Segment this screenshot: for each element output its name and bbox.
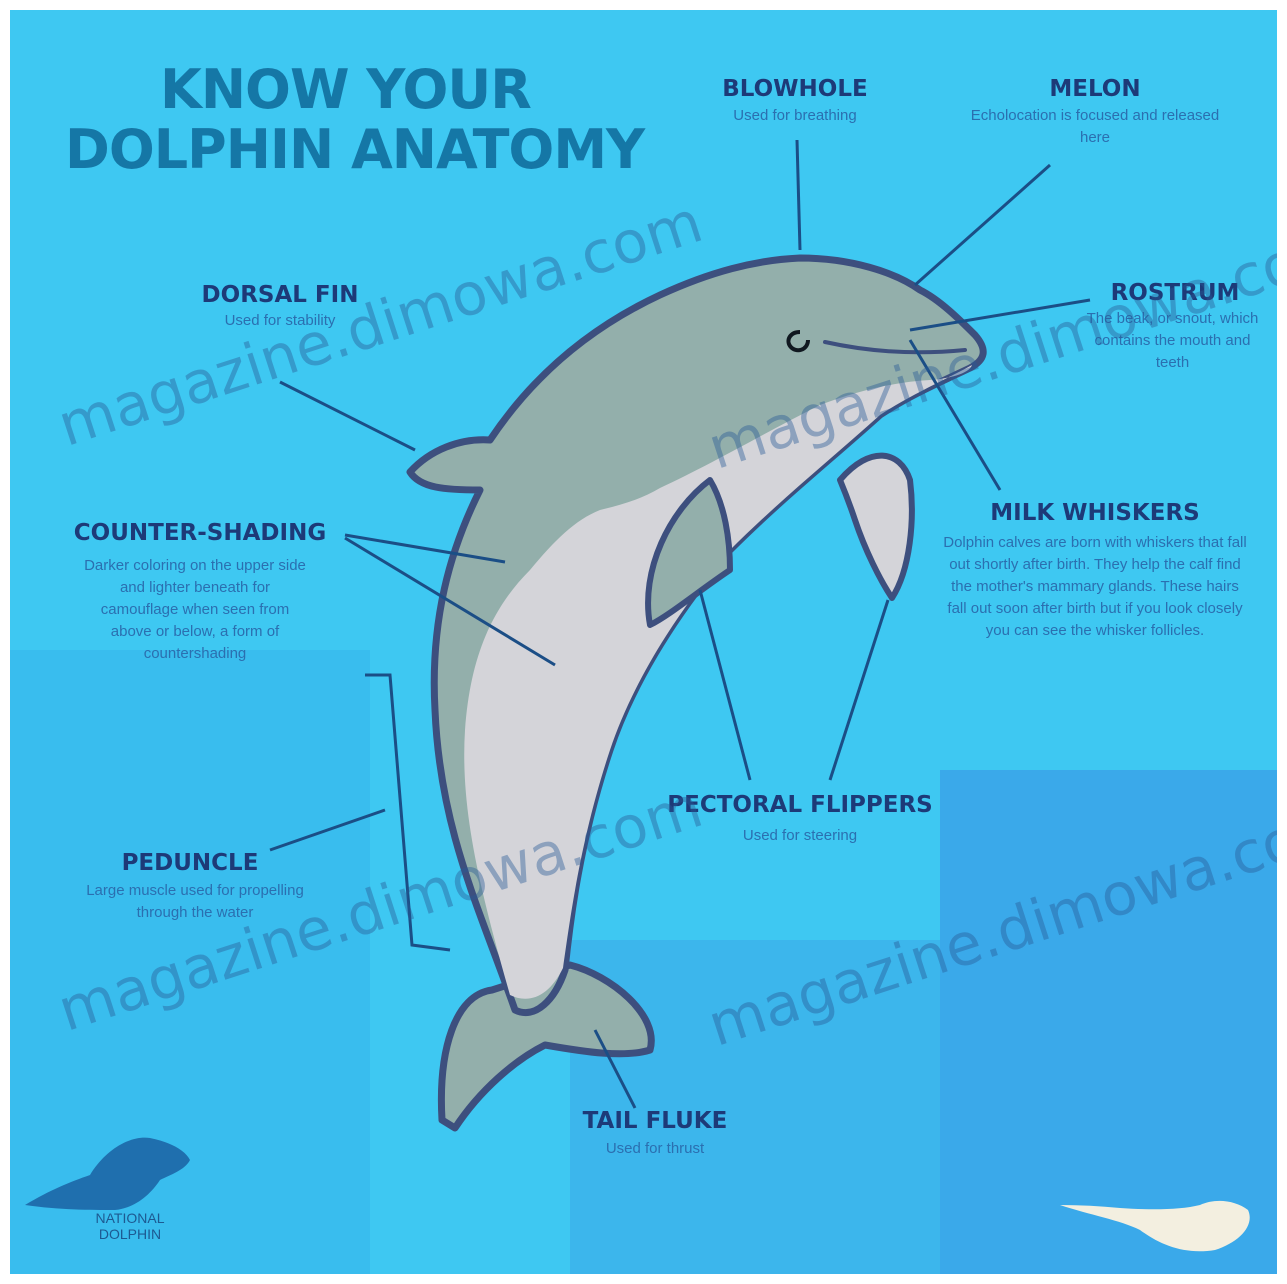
page-title-line2: DOLPHIN ANATOMY <box>65 118 644 181</box>
desc-counter-shading: Darker coloring on the upper side and li… <box>80 555 310 665</box>
label-milk-whiskers: MILK WHISKERS <box>960 500 1230 526</box>
label-tail-fluke: TAIL FLUKE <box>550 1108 760 1134</box>
label-peduncle: PEDUNCLE <box>90 850 290 876</box>
anatomy-poster: KNOW YOUR DOLPHIN ANATOMY BLOWHOLE Used … <box>10 10 1277 1274</box>
brand-line2: DOLPHIN <box>60 1226 200 1242</box>
label-blowhole: BLOWHOLE <box>700 76 890 102</box>
desc-blowhole: Used for breathing <box>690 105 900 127</box>
desc-tail-fluke: Used for thrust <box>550 1138 760 1160</box>
page-title-line1: KNOW YOUR <box>160 58 531 121</box>
label-counter-shading: COUNTER-SHADING <box>50 520 350 546</box>
label-melon: MELON <box>1000 76 1190 102</box>
brand-line1: NATIONAL <box>60 1210 200 1226</box>
desc-milk-whiskers: Dolphin calves are born with whiskers th… <box>940 532 1250 642</box>
brand-text: NATIONAL DOLPHIN <box>60 1210 200 1242</box>
desc-melon: Echolocation is focused and released her… <box>970 105 1220 149</box>
